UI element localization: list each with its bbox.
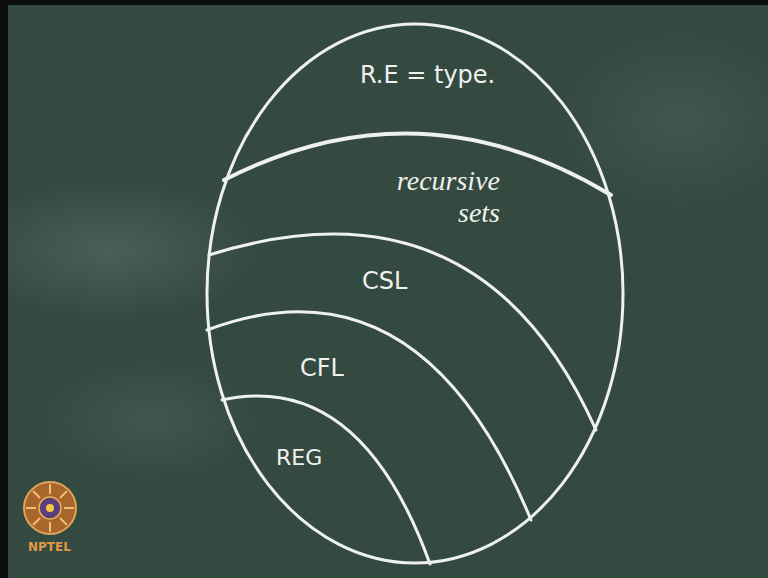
cfl-region: CFL REG	[216, 345, 516, 560]
ellipse-outline	[207, 24, 623, 563]
csl-region: CSL CFL REG	[214, 255, 596, 562]
board-edge	[0, 0, 768, 5]
nptel-emblem	[24, 482, 76, 534]
region-label: recursive sets	[380, 165, 500, 229]
region-label: R.E = type.	[360, 62, 495, 90]
logo-text: NPTEL	[28, 540, 71, 554]
reg-region: REG	[262, 440, 352, 482]
ellipse-outline	[205, 22, 625, 565]
chalk-smudge	[40, 360, 260, 480]
chalk-arc	[207, 312, 531, 520]
region-label: REG	[276, 445, 322, 470]
board-edge	[0, 0, 8, 578]
recursive-region: recursive setsCSL CFL REG	[212, 150, 618, 564]
chalk-arc	[209, 234, 596, 430]
re-region: R.E = type. recursive setsCSL CFL REG	[205, 22, 625, 565]
region-label: CSL	[362, 268, 407, 296]
region-label: CFL	[300, 355, 344, 383]
